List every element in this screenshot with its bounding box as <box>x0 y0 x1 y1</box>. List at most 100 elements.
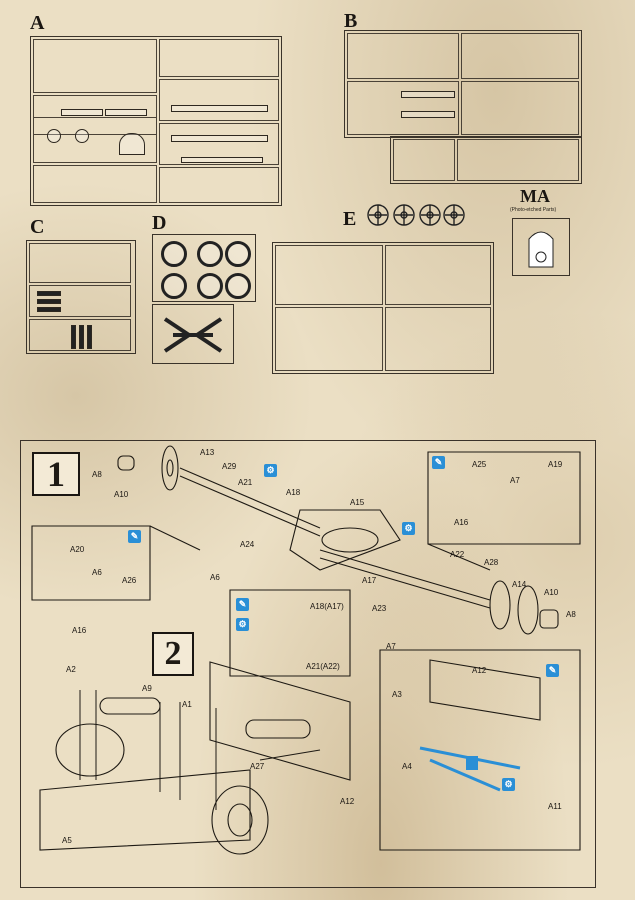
part-label: A2 <box>66 665 76 674</box>
sprue-c-frame <box>26 240 136 354</box>
sprue-b-cell <box>347 33 459 79</box>
sprue-c-cell <box>29 243 131 283</box>
part-label: A21(A22) <box>306 662 340 671</box>
part-label: A23 <box>372 604 387 613</box>
note-badge: ⚙ <box>264 464 277 477</box>
part-label: A12 <box>472 666 487 675</box>
part-label: A25 <box>472 460 487 469</box>
part-label: A6 <box>92 568 102 577</box>
sprue-b-cell <box>393 139 455 181</box>
part-label: A9 <box>142 684 152 693</box>
sprue-d-frame <box>152 234 256 302</box>
part-label: A10 <box>114 490 129 499</box>
part-label: A20 <box>70 545 85 554</box>
axle-part <box>61 109 103 116</box>
wheel-part <box>75 129 89 143</box>
part-label: A19 <box>548 460 563 469</box>
part-label: A8 <box>566 610 576 619</box>
step-1-number: 1 <box>32 452 80 496</box>
sprue-e-cell <box>385 245 491 305</box>
wheel-part <box>47 129 61 143</box>
bar-part <box>71 325 76 349</box>
glue-badge: ✎ <box>128 530 141 543</box>
rod-part <box>171 135 268 142</box>
sprue-a-cell <box>33 117 157 163</box>
bracket-drawing <box>163 317 223 353</box>
sprue-b-lower-frame <box>390 136 582 184</box>
part-label: A28 <box>484 558 499 567</box>
assembly-drawing <box>31 445 581 855</box>
wheel-part <box>161 241 187 267</box>
part-label: A21 <box>238 478 253 487</box>
part-label: A10 <box>544 588 559 597</box>
sprue-e-cell <box>275 307 383 371</box>
part-label: A29 <box>222 462 237 471</box>
sprue-e-letter: E <box>343 208 357 230</box>
sprue-ma-letter: MA <box>520 186 550 206</box>
part-label: A11 <box>548 802 562 811</box>
part-label: A8 <box>92 470 102 479</box>
rod-part <box>401 91 455 98</box>
axle-part <box>105 109 147 116</box>
part-label: A4 <box>402 762 412 771</box>
part-label: A3 <box>392 690 402 699</box>
rod-part <box>181 157 263 163</box>
sprue-ma-caption: (Photo-etched Parts) <box>510 207 557 213</box>
part-label: A5 <box>62 836 72 845</box>
part-label: A16 <box>454 518 469 527</box>
bar-part <box>37 291 61 296</box>
glue-badge: ✎ <box>236 598 249 611</box>
sprue-b-cell <box>347 81 459 135</box>
part-label: A24 <box>240 540 255 549</box>
photo-etched-part <box>528 231 554 268</box>
sprue-a-letter: A <box>30 12 45 34</box>
part-label: A15 <box>350 498 365 507</box>
instruction-frame <box>20 440 596 888</box>
hub-part <box>119 133 145 155</box>
wheel-part <box>225 273 251 299</box>
part-label: A17 <box>362 576 377 585</box>
bar-part <box>87 325 92 349</box>
sprue-c-letter: C <box>30 216 45 238</box>
bar-part <box>37 299 61 304</box>
note-badge: ⚙ <box>236 618 249 631</box>
part-label: A12 <box>340 797 355 806</box>
sprue-a-cell <box>33 39 157 93</box>
part-label: A22 <box>450 550 465 559</box>
sprue-b-cell <box>461 33 579 79</box>
part-label: A1 <box>182 700 192 709</box>
part-label: A7 <box>386 642 396 651</box>
sprue-b-letter: B <box>344 10 358 32</box>
steering-wheels <box>367 204 465 226</box>
part-label: A27 <box>250 762 265 771</box>
part-label: A26 <box>122 576 137 585</box>
part-label: A6 <box>210 573 220 582</box>
sprue-b-cell <box>461 81 579 135</box>
sprue-ma-frame <box>512 218 570 276</box>
sprue-b-frame <box>344 30 582 138</box>
wheel-part <box>197 273 223 299</box>
sprue-a-cell <box>33 165 157 203</box>
sprue-e-frame <box>272 242 494 374</box>
part-label: A18 <box>286 488 301 497</box>
bar-part <box>79 325 84 349</box>
glue-badge: ✎ <box>546 664 559 677</box>
part-label: A7 <box>510 476 520 485</box>
part-label: A16 <box>72 626 87 635</box>
sprue-a-cell <box>33 95 157 135</box>
sprue-c-cell <box>29 285 131 317</box>
sprue-e-cell <box>275 245 383 305</box>
sprue-b-cell <box>457 139 579 181</box>
sprue-a-frame <box>30 36 282 206</box>
sprue-a-cell <box>159 39 279 77</box>
part-label: A14 <box>512 580 527 589</box>
rod-part <box>171 105 268 112</box>
wheel-part <box>197 241 223 267</box>
step-2-number: 2 <box>152 632 194 676</box>
note-badge: ⚙ <box>402 522 415 535</box>
wheel-part <box>161 273 187 299</box>
rod-part <box>401 111 455 118</box>
sprue-a-cell <box>159 123 279 165</box>
bar-part <box>37 307 61 312</box>
part-label: A13 <box>200 448 215 457</box>
